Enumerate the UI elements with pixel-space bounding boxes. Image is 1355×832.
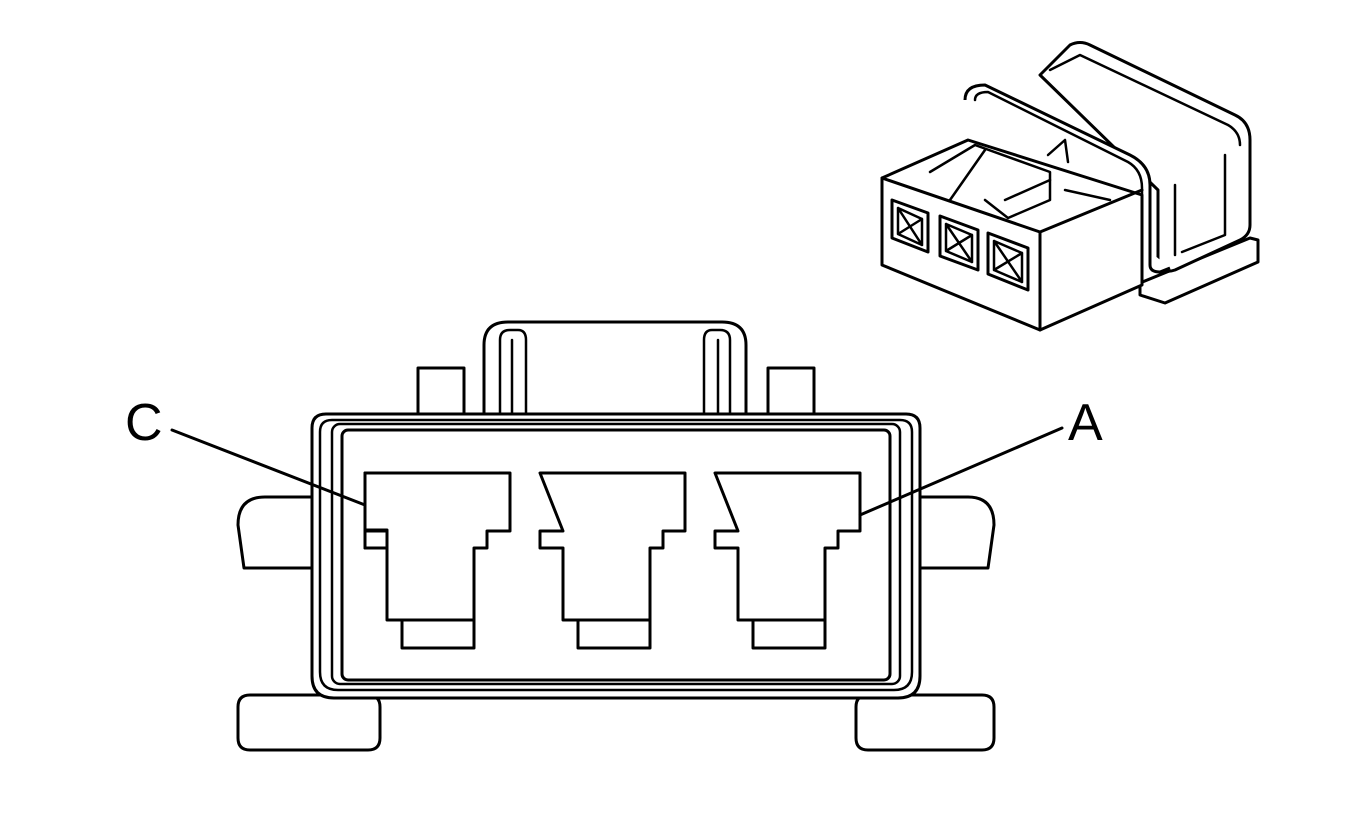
- iso-lock-loop-inner: [973, 90, 1144, 262]
- right-side-ear: [910, 495, 996, 570]
- connector-face-view: C A: [125, 320, 1103, 752]
- cavity-b: [538, 471, 687, 650]
- callout-a-label: A: [1068, 394, 1103, 452]
- iso-latch-window: [1173, 153, 1227, 257]
- callout-c-leader: [170, 428, 367, 507]
- lock-bar-left-rib: [498, 328, 528, 432]
- housing-inner-rim: [318, 418, 914, 692]
- iso-inner-ribs: [948, 148, 1112, 202]
- iso-inner-hook: [1046, 138, 1070, 164]
- callout-c-label: C: [125, 394, 163, 452]
- housing-face-inner: [330, 422, 902, 686]
- callout-a-leader: [858, 426, 1064, 517]
- left-locator-tab: [416, 366, 466, 420]
- iso-base-plate: [1138, 236, 1260, 305]
- cavity-a: [713, 471, 862, 650]
- left-side-ear: [236, 495, 322, 570]
- iso-inner-latch: [928, 143, 1052, 220]
- housing-face: [340, 428, 892, 682]
- iso-latch-top-edge: [1048, 53, 1242, 147]
- connector-isometric-view: [880, 41, 1260, 332]
- top-lock-bar: [482, 320, 748, 432]
- housing-outer: [310, 412, 922, 700]
- lock-bar-right-rib: [702, 328, 732, 432]
- right-mounting-foot: [854, 693, 996, 752]
- cavity-c: [363, 471, 512, 650]
- iso-cavities: [890, 198, 1030, 292]
- iso-housing-body: [880, 138, 1144, 332]
- right-locator-tab: [766, 366, 816, 420]
- left-mounting-foot: [236, 693, 382, 752]
